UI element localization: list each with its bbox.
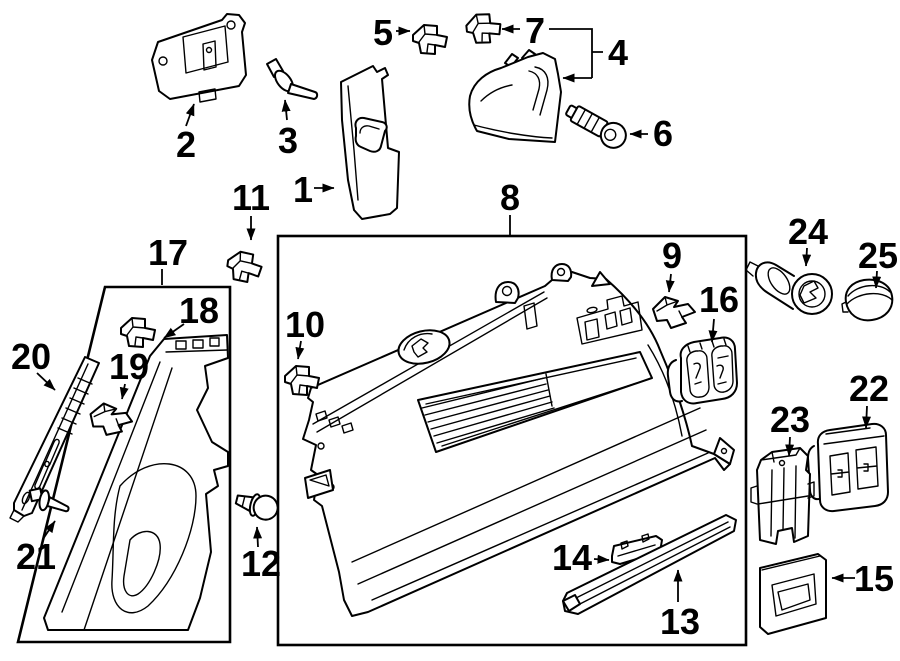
- callout-3-label: 3: [278, 120, 298, 161]
- callout-9-arrow: [665, 273, 675, 293]
- callout-24-label: 24: [788, 211, 828, 252]
- callout-20: 20: [11, 336, 56, 391]
- part-3-push-rivet: [266, 58, 319, 100]
- callout-17-label: 17: [148, 232, 188, 273]
- part-7-clip: [464, 11, 504, 46]
- part-11-clip: [224, 249, 265, 285]
- part-23-switch-housing: [750, 447, 815, 545]
- callout-9-label: 9: [662, 235, 682, 276]
- callout-6-label: 6: [653, 113, 673, 154]
- callout-16-arrow: [708, 318, 718, 343]
- callout-21-label: 21: [16, 536, 56, 577]
- callout-10-arrow: [295, 340, 305, 360]
- callout-2-label: 2: [176, 124, 196, 165]
- callout-23: 23: [770, 399, 810, 457]
- callout-18: 18: [163, 290, 219, 339]
- callout-1: 1: [293, 169, 335, 210]
- callout-6: 6: [629, 113, 673, 154]
- callout-13: 13: [660, 569, 700, 642]
- callout-3: 3: [278, 99, 298, 161]
- callout-13-label: 13: [660, 601, 700, 642]
- part-12-screw-fastener: [234, 493, 279, 521]
- callout-9: 9: [662, 235, 682, 293]
- callout-10: 10: [285, 304, 325, 360]
- callout-20-label: 20: [11, 336, 51, 377]
- part-13-sill-strip: [562, 514, 737, 615]
- callout-20-arrow: [36, 372, 56, 391]
- callout-4-label: 4: [608, 32, 628, 73]
- callout-7-label: 7: [525, 10, 545, 51]
- callout-7: 7: [501, 10, 545, 51]
- callout-15-label: 15: [854, 558, 894, 599]
- part-1-pillar-trim: [340, 65, 400, 220]
- callout-16: 16: [699, 279, 739, 343]
- part-5-clip: [412, 24, 448, 55]
- callout-21: 21: [16, 520, 56, 577]
- callout-5: 5: [373, 12, 411, 53]
- callout-8: 8: [500, 177, 520, 235]
- callout-14: 14: [552, 537, 610, 578]
- callout-1-label: 1: [293, 169, 313, 210]
- part-17-pillar-lower-trim: [43, 334, 229, 631]
- part-20-pillar-molding: [9, 356, 100, 523]
- callout-16-label: 16: [699, 279, 739, 320]
- callout-4: 4: [549, 28, 628, 83]
- callout-24: 24: [788, 211, 828, 267]
- callout-14-arrow: [593, 554, 610, 564]
- callout-25: 25: [858, 235, 898, 289]
- callout-22: 22: [849, 368, 889, 429]
- part-25-outlet-cap: [841, 278, 894, 322]
- callout-15: 15: [831, 558, 894, 599]
- callout-2: 2: [176, 103, 196, 165]
- callout-3-arrow: [281, 99, 291, 121]
- callout-8-label: 8: [500, 177, 520, 218]
- part-22-switch-bezel: [807, 422, 889, 513]
- callout-10-label: 10: [285, 304, 325, 345]
- callout-19-arrow: [119, 383, 129, 400]
- callout-2-arrow: [185, 103, 195, 127]
- callout-11-label: 11: [232, 177, 270, 218]
- callout-5-label: 5: [373, 12, 393, 53]
- callout-4-bracket: [549, 28, 603, 78]
- part-15-lamp-bezel: [759, 553, 827, 635]
- part-6-bolt: [565, 104, 627, 149]
- callout-18-arrow: [163, 323, 185, 339]
- callout-19: 19: [109, 346, 149, 400]
- callout-25-label: 25: [858, 235, 898, 276]
- callout-18-label: 18: [179, 290, 219, 331]
- callout-19-label: 19: [109, 346, 149, 387]
- part-16-switch: [666, 336, 738, 405]
- callout-22-arrow: [862, 405, 872, 429]
- callout-12-label: 12: [241, 543, 281, 584]
- callout-24-arrow: [802, 247, 812, 267]
- callout-11: 11: [232, 177, 270, 241]
- callout-17: 17: [148, 232, 188, 285]
- callouts: 1 2 3 4 5 6 7 8: [11, 10, 898, 642]
- callout-12-arrow: [253, 526, 263, 548]
- callout-23-label: 23: [770, 399, 810, 440]
- callout-22-label: 22: [849, 368, 889, 409]
- part-4-quarter-upper-trim: [468, 49, 562, 143]
- callout-23-arrow: [785, 436, 795, 457]
- callout-12: 12: [241, 526, 281, 584]
- part-2-trim-panel: [151, 13, 247, 103]
- part-24-power-outlet: [745, 261, 833, 315]
- callout-21-arrow: [42, 520, 56, 540]
- part-21-push-pin: [28, 487, 70, 513]
- callout-14-label: 14: [552, 537, 592, 578]
- callout-25-arrow: [872, 270, 882, 289]
